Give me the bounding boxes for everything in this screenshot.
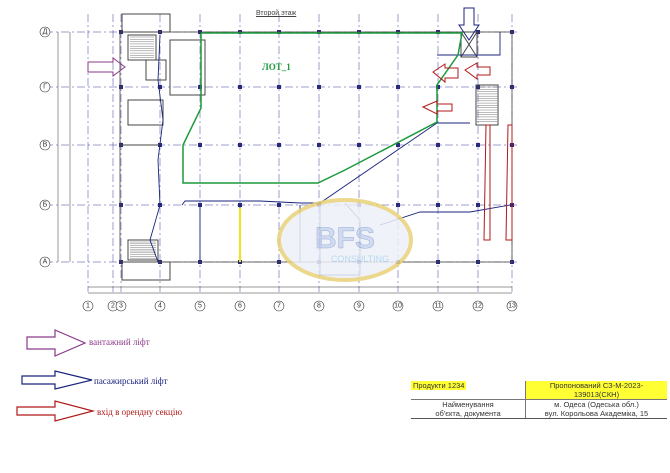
column-axis-label: 2 <box>111 303 115 310</box>
legend-arrows <box>16 329 96 422</box>
lot-label: ЛОТ_1 <box>262 62 291 72</box>
column-axis-label: 3 <box>119 303 123 310</box>
column-axis-marker <box>273 300 285 312</box>
freight-lift-shaft <box>145 59 167 81</box>
column-axis-marker <box>313 300 325 312</box>
column-axis-marker <box>234 300 246 312</box>
entrance-legend-icon <box>16 400 96 422</box>
column-axis-label: 7 <box>277 303 281 310</box>
passenger-lift-shaft <box>460 31 478 58</box>
svg-text:BFS: BFS <box>315 222 375 255</box>
row-axis-marker <box>39 199 51 211</box>
column-axis-label: 8 <box>317 303 321 310</box>
row-axis-marker <box>39 81 51 93</box>
row-axis-marker <box>39 256 51 268</box>
stairs-bottom-left <box>127 239 159 261</box>
legend-entrance: вхід в орендну секцію <box>97 407 183 417</box>
svg-text:CONSULTING: CONSULTING <box>331 254 389 264</box>
row-axis-label: В <box>43 142 48 149</box>
entrance-arrows <box>421 62 513 241</box>
address-line-1: м. Одеса (Одеська обл.) <box>554 400 639 409</box>
freight-lift-legend-icon <box>26 329 87 357</box>
column-axis-label: 9 <box>357 303 361 310</box>
passenger-lift-legend-icon <box>21 370 93 390</box>
column-axis-marker <box>472 300 484 312</box>
passenger-lift-arrow <box>458 7 480 41</box>
proposed-cell: Пропонований СЗ-М-2023-139013(СКН) <box>526 381 667 399</box>
column-axis-marker <box>194 300 206 312</box>
column-axis-label: 10 <box>394 303 402 310</box>
lot-1-outline <box>182 32 463 184</box>
row-axis-label: Б <box>43 202 48 209</box>
column-axis-label: 6 <box>238 303 242 310</box>
row-axis-label: Д <box>43 29 48 36</box>
column-axis-marker <box>506 300 518 312</box>
column-axis-label: 1 <box>86 303 90 310</box>
legend-passenger-lift: пасажирський ліфт <box>94 376 168 386</box>
column-axis-marker <box>154 300 166 312</box>
column-axis-label: 4 <box>158 303 162 310</box>
column-axis-marker <box>392 300 404 312</box>
column-axis-marker <box>115 300 127 312</box>
name-label-2: об'єкта, документа <box>435 409 501 418</box>
product-cell: Продукти 1234 <box>411 381 467 390</box>
stairs-top-left <box>127 34 157 61</box>
name-label-1: Найменування <box>442 400 494 409</box>
column-axis-label: 5 <box>198 303 202 310</box>
row-axis-label: А <box>43 259 48 266</box>
column-axis-marker <box>353 300 365 312</box>
row-axis-marker <box>39 26 51 38</box>
freight-lift-arrow <box>87 57 126 77</box>
column-axis-label: 11 <box>434 303 441 310</box>
row-axis-label: Г <box>43 84 47 91</box>
plan-title: Второй этаж <box>256 10 297 17</box>
column-axis-marker <box>432 300 444 312</box>
column-axis-label: 13 <box>508 303 516 310</box>
address-line-2: вул. Корольова Академіка, 15 <box>544 409 649 418</box>
column-axis-label: 12 <box>474 303 482 310</box>
column-axis-marker <box>82 300 94 312</box>
bfs-consulting-logo: BFS CONSULTING <box>277 198 413 282</box>
title-block: Продукти 1234 Пропонований СЗ-М-2023-139… <box>411 381 667 419</box>
legend-freight-lift: вантажний ліфт <box>89 337 150 347</box>
row-axis-marker <box>39 139 51 151</box>
